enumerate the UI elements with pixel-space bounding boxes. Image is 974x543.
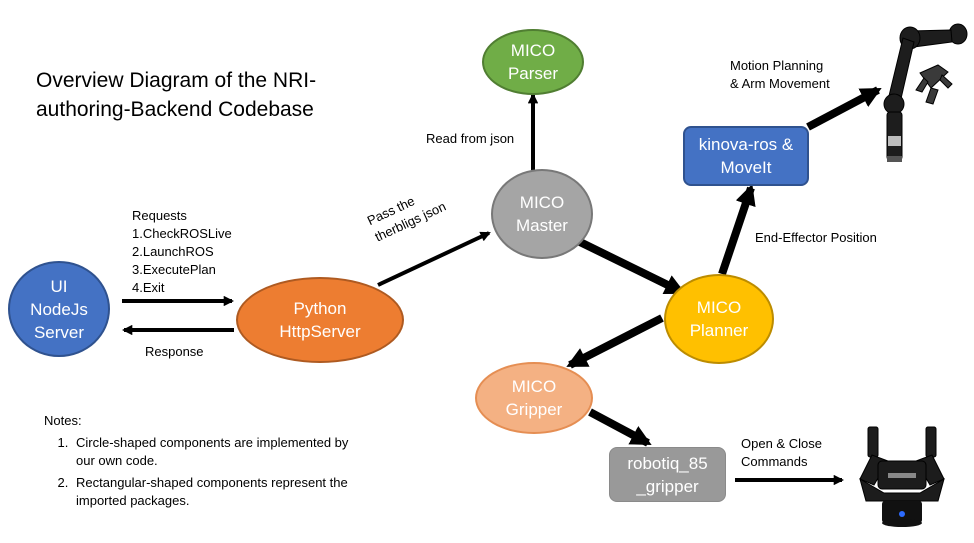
robot-arm-image — [883, 23, 968, 162]
label-requests: Requests 1.CheckROSLive 2.LaunchROS 3.Ex… — [132, 208, 232, 295]
robotiq-gripper-image — [859, 426, 945, 527]
notes-item: Circle-shaped components are implemented… — [72, 434, 364, 470]
arrow-motion-planning — [806, 86, 882, 131]
node-robotiq-label: robotiq_85 _gripper — [627, 453, 708, 496]
node-mico-master-label: MICO Master — [516, 193, 568, 235]
node-ui-server-label: UI NodeJs Server — [30, 276, 88, 342]
node-mico-gripper-label: MICO Gripper — [505, 377, 563, 419]
diagram-title: Overview Diagram of the NRI-authoring-Ba… — [36, 69, 317, 121]
node-robotiq: robotiq_85 _gripper — [609, 447, 726, 502]
label-read-json: Read from json — [426, 131, 515, 146]
arrow-pass-therbligs — [377, 231, 491, 287]
arrow-gripper-robotiq — [588, 408, 652, 447]
label-motion-planning: Motion Planning & Arm Movement — [730, 58, 830, 91]
node-mico-master: MICO Master — [491, 169, 593, 259]
label-open-close: Open & Close Commands — [741, 436, 822, 469]
node-mico-planner: MICO Planner — [664, 274, 774, 364]
node-mico-parser: MICO Parser — [482, 29, 584, 95]
node-python-server-label: Python HttpServer — [279, 299, 361, 341]
notes-heading: Notes: — [44, 413, 82, 428]
node-kinova-ros: kinova-ros & MoveIt — [683, 126, 809, 186]
label-response: Response — [145, 344, 204, 359]
node-mico-gripper: MICO Gripper — [475, 362, 593, 434]
arrow-master-planner — [578, 238, 686, 296]
arrow-planner-gripper — [566, 314, 664, 369]
node-kinova-ros-label: kinova-ros & MoveIt — [698, 135, 794, 177]
node-ui-server: UI NodeJs Server — [8, 261, 110, 357]
notes-item: Rectangular-shaped components represent … — [72, 474, 364, 510]
node-mico-parser-label: MICO Parser — [507, 41, 559, 83]
arrow-planner-kinova — [718, 184, 756, 276]
label-end-effector: End-Effector Position — [755, 230, 877, 245]
notes-list: Circle-shaped components are implemented… — [44, 434, 364, 510]
notes-block: Notes: Circle-shaped components are impl… — [44, 412, 364, 514]
node-python-server: Python HttpServer — [236, 277, 404, 363]
node-mico-planner-label: MICO Planner — [689, 298, 749, 340]
